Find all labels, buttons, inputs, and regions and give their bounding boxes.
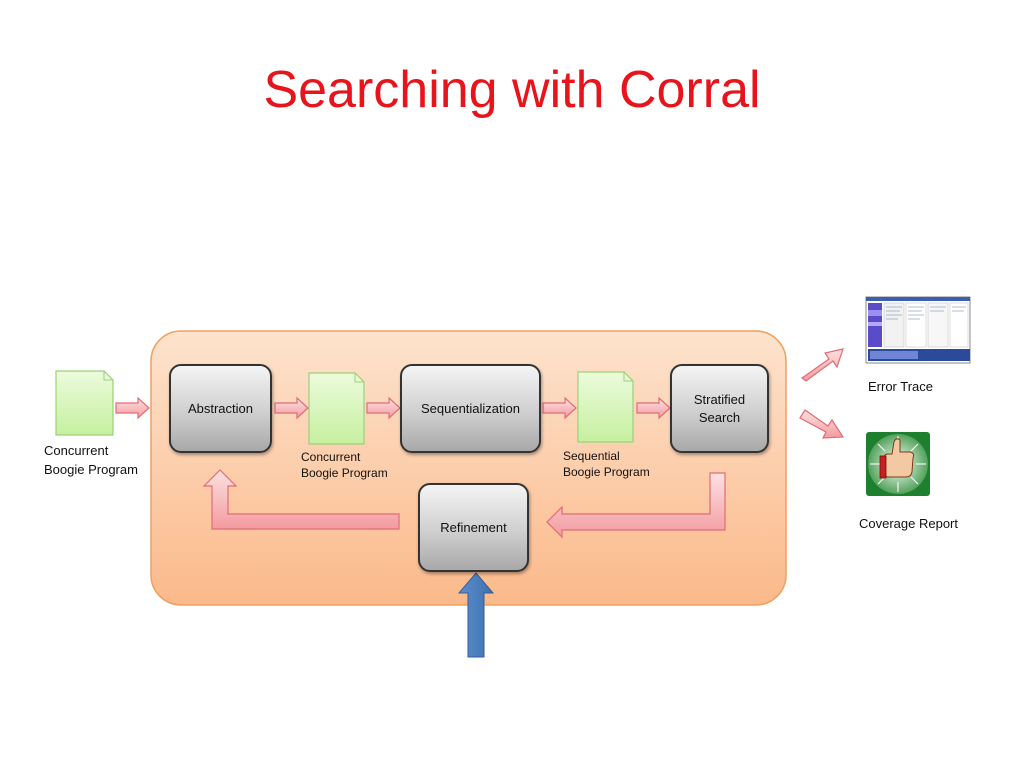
stratified-search-label-line2: Search — [698, 409, 741, 425]
stratified-search-box[interactable]: Stratified Search — [670, 364, 769, 453]
input-doc-label-line2: Boogie Program — [44, 462, 138, 477]
abstraction-label: Abstraction — [187, 400, 254, 416]
coverage-report-label: Coverage Report — [859, 516, 958, 531]
document-sequential — [577, 371, 634, 443]
abstract-doc-label: Concurrent Boogie Program — [301, 449, 388, 481]
screenshot-thumbnail-icon — [865, 296, 971, 364]
sequential-doc-label-line1: Sequential — [563, 449, 620, 463]
refinement-box[interactable]: Refinement — [418, 483, 529, 572]
sequential-doc-label: Sequential Boogie Program — [563, 448, 650, 480]
refinement-label: Refinement — [440, 519, 507, 535]
sequentialization-label: Sequentialization — [420, 400, 521, 416]
document-abstract-concurrent — [308, 372, 365, 445]
input-doc-label-line1: Concurrent — [44, 443, 109, 458]
abstraction-box[interactable]: Abstraction — [169, 364, 272, 453]
arrow-refinement-to-abstraction — [202, 469, 400, 530]
thumbs-up-icon — [866, 432, 930, 496]
sequentialization-box[interactable]: Sequentialization — [400, 364, 541, 453]
arrow-doc-to-stratified-search — [636, 396, 671, 420]
abstract-doc-label-line1: Concurrent — [301, 450, 361, 464]
arrow-sequentialization-to-doc — [542, 396, 577, 420]
arrow-to-error-trace — [800, 348, 844, 382]
arrow-input-to-container — [115, 396, 150, 420]
stratified-search-label-line1: Stratified — [693, 391, 746, 407]
abstract-doc-label-line2: Boogie Program — [301, 466, 388, 480]
arrow-to-coverage-report — [799, 409, 845, 439]
arrow-abstraction-to-doc — [274, 396, 309, 420]
document-input-concurrent — [55, 370, 114, 436]
error-trace-label: Error Trace — [868, 379, 934, 394]
input-doc-label: Concurrent Boogie Program — [44, 441, 138, 479]
arrow-search-to-refinement — [546, 472, 726, 539]
sequential-doc-label-line2: Boogie Program — [563, 465, 650, 479]
slide-title: Searching with Corral — [263, 61, 761, 119]
arrow-doc-to-sequentialization — [366, 396, 401, 420]
arrow-input-to-refinement — [457, 572, 495, 658]
